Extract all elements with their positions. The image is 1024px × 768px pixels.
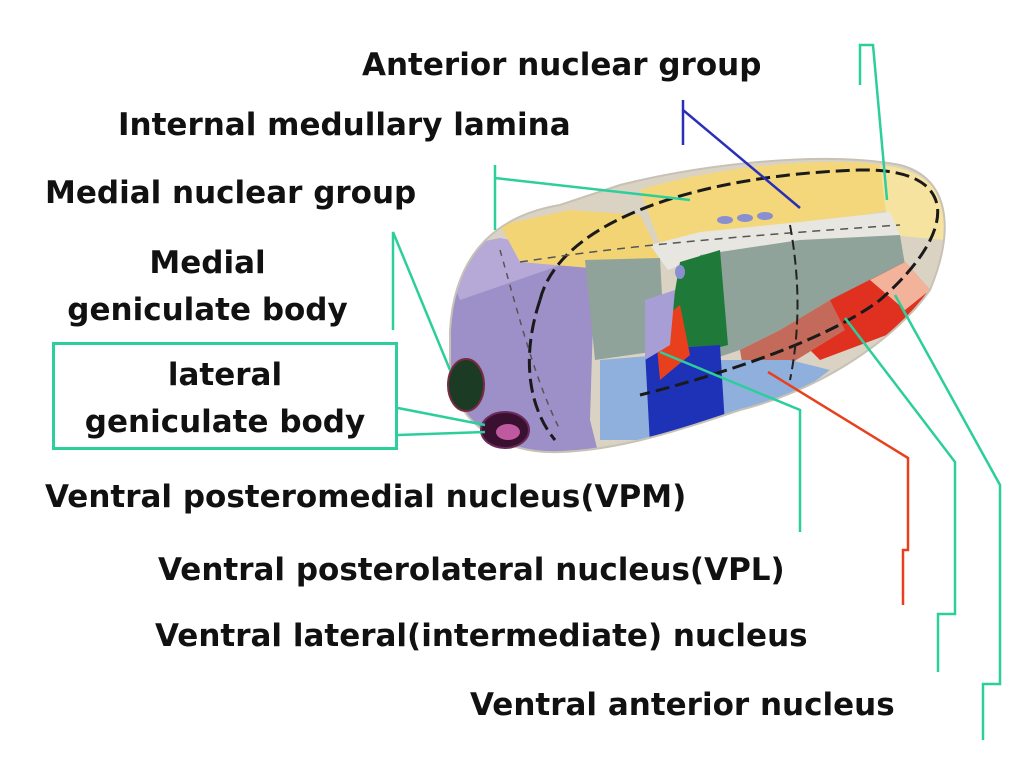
label-ventral-anterior: Ventral anterior nucleus	[470, 687, 895, 723]
anterior-group-region	[640, 161, 890, 245]
label-anterior-nuclear-group: Anterior nuclear group	[362, 47, 762, 83]
leader-lateral-geniculate	[397, 406, 486, 427]
label-medial-nuclear-group: Medial nuclear group	[45, 175, 417, 211]
leader-ventral-anterior	[893, 294, 1002, 740]
leader-anterior	[858, 43, 889, 201]
medial-geniculate-shape	[447, 358, 485, 412]
leader-medial-group	[493, 165, 691, 230]
label-ventral-lateral: Ventral lateral(intermediate) nucleus	[155, 618, 808, 654]
label-vpl: Ventral posterolateral nucleus(VPL)	[158, 552, 785, 588]
label-medial-geniculate-line2: geniculate body	[67, 292, 348, 328]
leader-medial-geniculate	[391, 231, 452, 371]
leader-lines	[391, 43, 1002, 740]
lateral-geniculate-label-box	[52, 342, 398, 450]
label-internal-medullary-lamina: Internal medullary lamina	[118, 107, 571, 143]
label-lateral-geniculate-line2: geniculate body	[84, 404, 366, 440]
thalamus-body	[447, 157, 946, 454]
leader-lamina	[681, 100, 801, 209]
leader-ventral-lateral	[844, 317, 957, 672]
leader-vpm	[659, 350, 802, 532]
vpm-region	[645, 345, 725, 445]
label-medial-geniculate-line1: Medial	[149, 245, 266, 281]
label-vpm: Ventral posteromedial nucleus(VPM)	[45, 479, 687, 515]
lamina-dashed-line	[538, 168, 940, 397]
leader-vpl	[767, 370, 910, 605]
label-lateral-geniculate-line1: lateral	[167, 357, 283, 393]
